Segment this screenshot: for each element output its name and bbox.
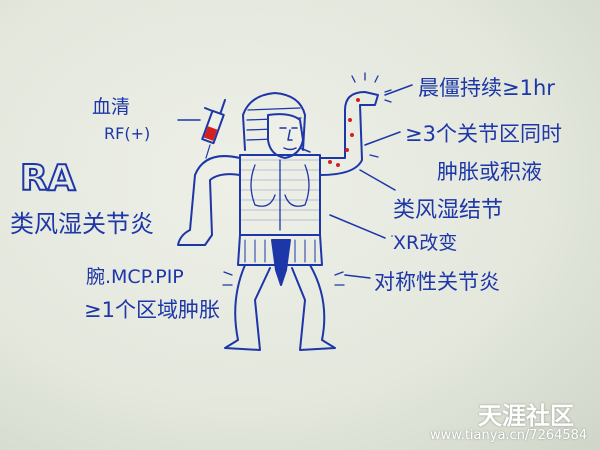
watermark-url: www.tianya.cn/7264584 xyxy=(430,428,588,443)
ra-title: RA xyxy=(19,157,77,200)
nodules-label: 类风湿结节 xyxy=(393,198,504,223)
ribs xyxy=(250,159,310,231)
hand-joints-label-2: ≥1个区域肿胀 xyxy=(84,298,220,322)
right-arm xyxy=(319,91,379,176)
skirt xyxy=(237,234,323,266)
morning-stiffness-label: 晨僵持续≥1hr xyxy=(418,76,555,100)
three-joints-label: ≥3个关节区同时 xyxy=(405,122,562,146)
xray-label: XR改变 xyxy=(393,232,458,254)
face xyxy=(267,113,304,159)
symmetric-label: 对称性关节炎 xyxy=(374,270,500,294)
ra-name: 类风湿关节炎 xyxy=(10,210,154,238)
headdress xyxy=(242,92,306,151)
syringe-icon xyxy=(201,99,226,159)
three-joints-label-2: 肿胀或积液 xyxy=(437,160,542,184)
hand-joints-label: 腕.MCP.PIP xyxy=(86,266,184,288)
left-arm xyxy=(177,155,241,246)
serum-label: 血清 xyxy=(92,96,131,118)
joint-dots xyxy=(328,98,360,167)
legs xyxy=(224,264,336,351)
watermark-brand: 天涯社区 xyxy=(478,402,574,430)
leader-lines xyxy=(177,84,413,279)
rf-label: RF(+) xyxy=(104,124,151,143)
